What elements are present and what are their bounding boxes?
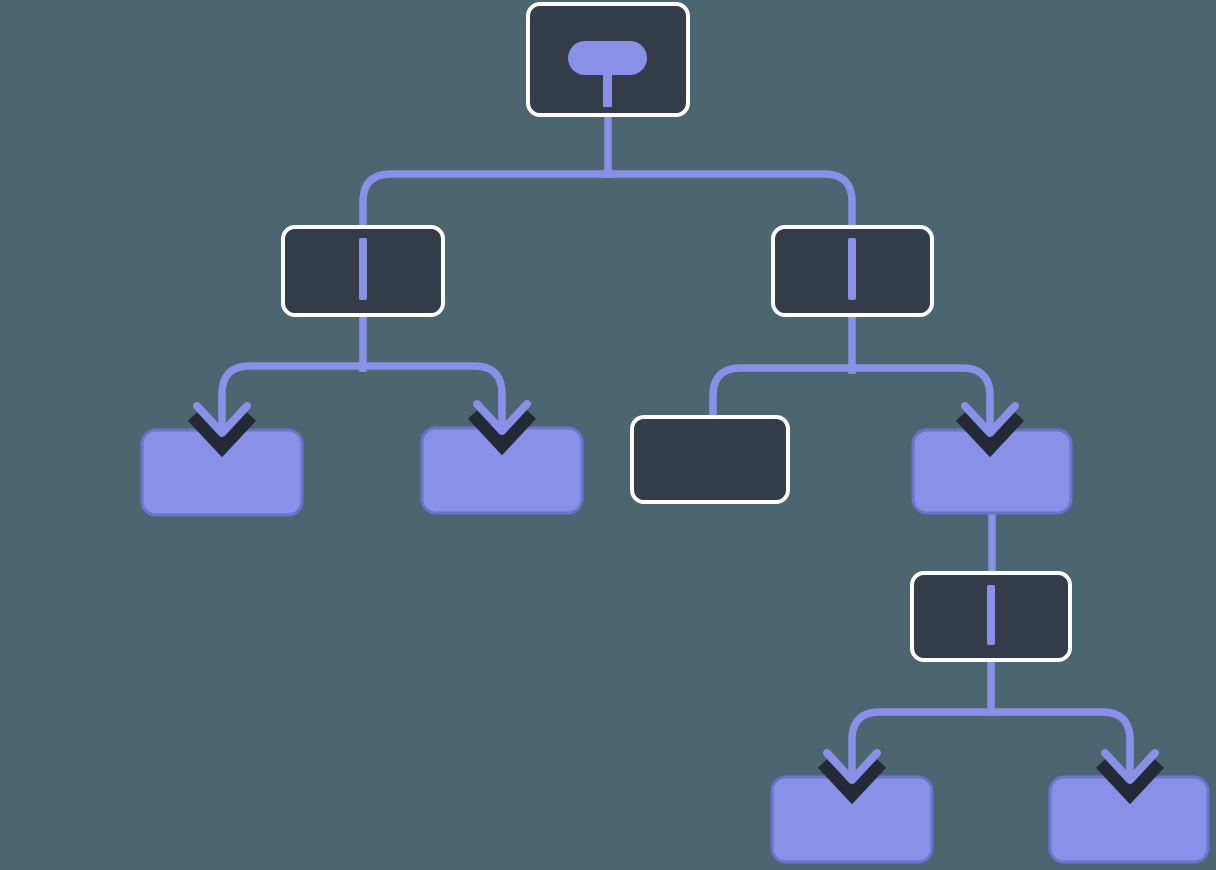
root-stem-icon [603, 58, 612, 107]
chevron-down-purple-icon [961, 402, 1019, 437]
arrow-leaf-left [467, 400, 537, 456]
chevron-down-purple-icon [193, 402, 251, 437]
node-plain-dark[interactable] [630, 415, 790, 504]
pass-through-line-icon [359, 238, 367, 300]
chevron-down-dark-icon [467, 409, 537, 456]
chevron-down-dark-icon [955, 411, 1025, 458]
arrow-leaf-bottom-right [1095, 749, 1165, 805]
chevron-down-purple-icon [1101, 749, 1159, 784]
arrow-mid-purple [955, 402, 1025, 458]
connector-bottom-split [848, 708, 1134, 790]
pass-through-line-icon [848, 238, 856, 300]
connectors-layer [218, 112, 1134, 790]
chevron-down-purple-icon [823, 749, 881, 784]
root-pill-icon [568, 41, 647, 75]
chevron-down-dark-icon [817, 758, 887, 805]
nodes-layer [140, 2, 1210, 864]
pass-through-line-icon [987, 585, 995, 645]
arrow-leaf-far-left [187, 402, 257, 458]
arrow-leaf-bottom-left [817, 749, 887, 805]
chevron-down-dark-icon [187, 411, 257, 458]
chevron-down-dark-icon [1095, 758, 1165, 805]
chevron-down-purple-icon [473, 400, 531, 435]
connector-left-split [218, 362, 506, 444]
connector-top-split [359, 170, 856, 230]
arrowheads-layer [187, 400, 1165, 805]
connector-right-split [709, 364, 994, 444]
